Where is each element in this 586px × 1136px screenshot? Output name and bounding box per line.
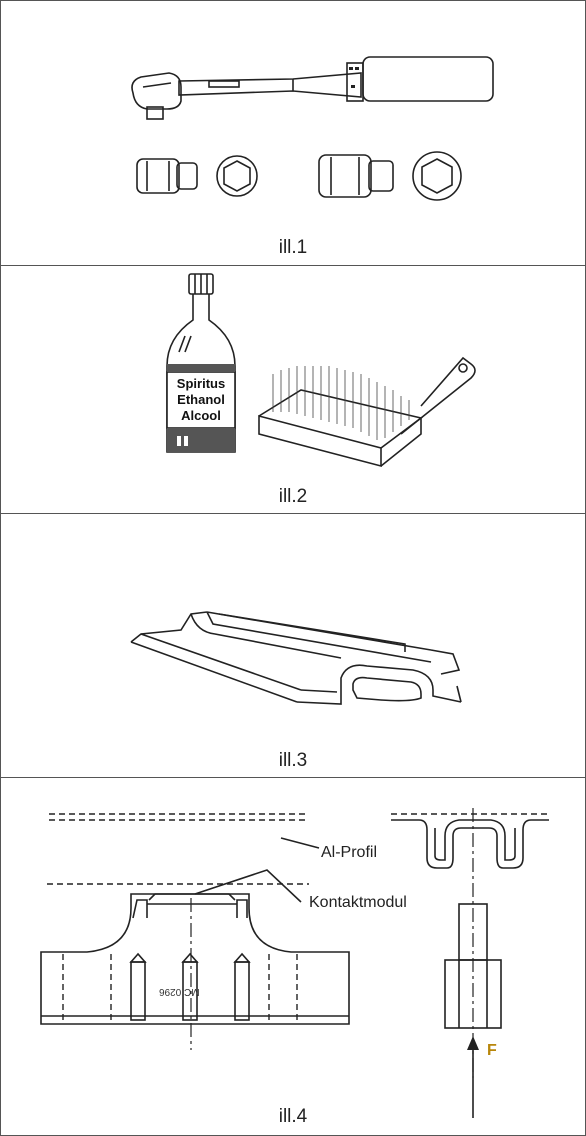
panel-ill-3: ill.3: [1, 514, 585, 778]
kontaktmodul-label: Kontaktmodul: [309, 894, 407, 911]
panel-ill-1: ill.1: [1, 1, 585, 266]
panel-ill-2: Spiritus Ethanol Alcool ill.2: [1, 266, 585, 514]
caption-ill-4: ill.4: [278, 1106, 308, 1127]
contact-module-section-drawing: [40, 808, 549, 1118]
caption-ill-3: ill.3: [278, 750, 308, 771]
bottle-and-brush-drawing: [166, 273, 476, 468]
bottle-label-line-1: Spiritus: [176, 376, 226, 391]
caption-ill-1: ill.1: [278, 237, 308, 258]
panel-ill-4: Al-Profil Kontaktmodul MC 0296 F ill.4: [1, 778, 585, 1135]
bottle-label-line-3: Alcool: [181, 408, 221, 423]
part-code-stamp: MC 0296: [159, 986, 200, 997]
aluminium-profile-drawing: [130, 611, 462, 705]
al-profil-label: Al-Profil: [321, 844, 378, 861]
force-label: F: [487, 1042, 497, 1059]
caption-ill-2: ill.2: [278, 486, 308, 507]
bottle-label-line-2: Ethanol: [177, 392, 225, 407]
torque-wrench-and-sockets-drawing: [131, 56, 494, 201]
